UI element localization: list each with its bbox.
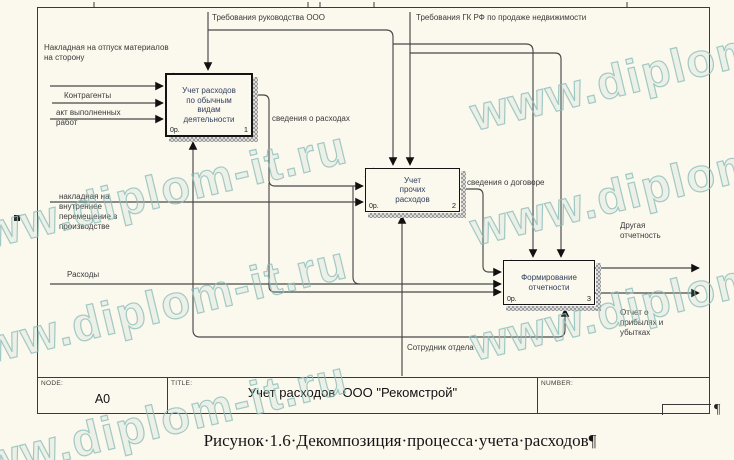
infobar-title-cell: TITLE: Учет расходов ООО "Рекомстрой": [167, 377, 537, 414]
activity-box-3: Формирование отчетности 0р. 3: [503, 260, 601, 311]
list-bullet: [14, 215, 20, 221]
activity-box-3-cost: 0р.: [507, 296, 517, 303]
label-flow-contract-info: сведения о договоре: [467, 178, 545, 187]
arrow-flow-expense-info-to-box2: [253, 94, 364, 191]
label-output-profit-loss: Отчет о прибылях и убытках: [620, 308, 664, 337]
title-value: Учет расходов ООО "Рекомстрой": [247, 385, 458, 400]
arrow-flow-contract-info: [460, 188, 502, 277]
number-sub-box: [662, 404, 711, 415]
label-input-waybill-materials: Накладная на отпуск материалов на сторон…: [44, 43, 169, 62]
label-input-internal-waybill: накладная на внутреннее перемещение в пр…: [59, 192, 118, 231]
arrow-flow-expense-info-to-box3: [268, 183, 502, 297]
label-output-other-reports: Другая отчетность: [620, 221, 661, 240]
infobar-number-cell: NUMBER:: [537, 377, 711, 415]
activity-box-1-cost: 0р.: [170, 127, 180, 134]
activity-box-2-cost: 0р.: [369, 203, 379, 210]
label-input-work-act: акт выполненных работ: [56, 108, 121, 127]
activity-box-3-title: Формирование отчетности: [521, 273, 577, 292]
activity-box-1-title: Учет расходов по обычным видам деятельно…: [182, 86, 236, 124]
figure-caption: Рисунок·1.6·Декомпозиция·процесса·учета·…: [203, 431, 597, 450]
top-border-ticks: [93, 2, 628, 7]
title-label: TITLE:: [171, 380, 193, 387]
diagram-frame: [37, 7, 710, 414]
activity-box-1-number: 1: [243, 125, 248, 134]
label-control-civil-code: Требования ГК РФ по продаже недвижимости: [416, 13, 587, 22]
node-value: A0: [94, 392, 111, 406]
label-input-contractors: Контрагенты: [64, 91, 112, 100]
arrow-control-management-to-box3: [393, 43, 538, 258]
number-label: NUMBER:: [541, 380, 574, 387]
arrow-control-civil-code-to-box3: [410, 52, 566, 258]
arrow-flow-expense-info-merge: [352, 186, 361, 285]
label-input-expenses: Расходы: [67, 270, 100, 279]
activity-box-1: Учет расходов по обычным видам деятельно…: [165, 73, 258, 142]
label-control-management: Требования руководства ООО: [212, 13, 325, 22]
paragraph-mark: ¶: [714, 402, 721, 417]
label-mechanism-employee: Сотрудник отдела: [407, 343, 474, 352]
arrow-control-management-to-box2: [208, 29, 398, 166]
activity-box-2-title: Учет прочих расходов: [395, 175, 430, 204]
activity-box-2: Учет прочих расходов 0р. 2: [365, 168, 466, 218]
arrow-mechanism-to-box3: [402, 308, 570, 338]
infobar-node-cell: NODE: A0: [38, 377, 167, 414]
activity-box-2-number: 2: [451, 201, 456, 210]
arrow-mechanism-to-box1: [188, 141, 402, 338]
activity-box-3-number: 3: [586, 294, 591, 303]
label-flow-expense-info: сведения о расходах: [272, 114, 350, 123]
node-label: NODE:: [41, 380, 64, 387]
